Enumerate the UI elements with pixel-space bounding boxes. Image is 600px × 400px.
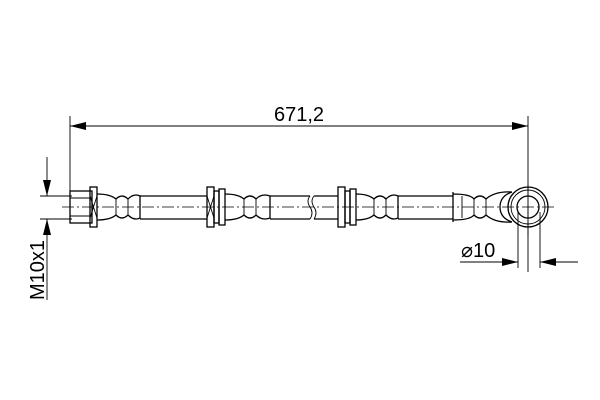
eye-diameter-dimension: ⌀10 [460, 212, 578, 268]
hose [69, 186, 513, 228]
thread-dimension-label: M10x1 [27, 240, 49, 300]
length-dimension: 671,2 [69, 104, 529, 272]
eye-diameter-label: ⌀10 [461, 240, 495, 262]
length-dimension-label: 671,2 [274, 104, 324, 126]
banjo-eye [507, 186, 549, 228]
thread-dimension: M10x1 [27, 157, 72, 300]
